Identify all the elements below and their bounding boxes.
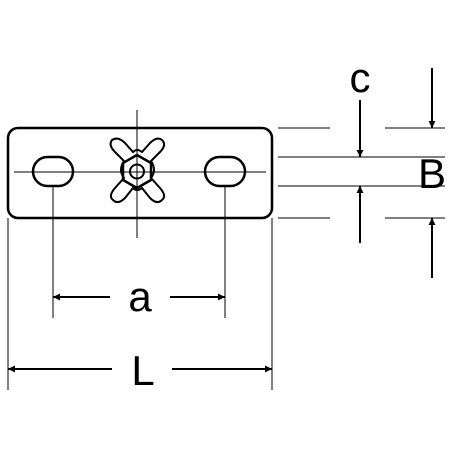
L-extension-lines bbox=[7, 218, 273, 390]
dimension-c-label: c bbox=[350, 54, 371, 101]
center-lines bbox=[14, 110, 266, 238]
dimension-a: a bbox=[53, 273, 225, 320]
dimension-B-label: B bbox=[418, 150, 446, 197]
dimension-c: c bbox=[350, 54, 371, 243]
wing-nut bbox=[109, 137, 166, 204]
dimension-B: B bbox=[418, 68, 446, 278]
mounting-plate bbox=[6, 126, 274, 220]
dimension-L-label: L bbox=[131, 347, 154, 394]
dimension-L: L bbox=[8, 347, 272, 394]
dimension-a-label: a bbox=[128, 273, 152, 320]
